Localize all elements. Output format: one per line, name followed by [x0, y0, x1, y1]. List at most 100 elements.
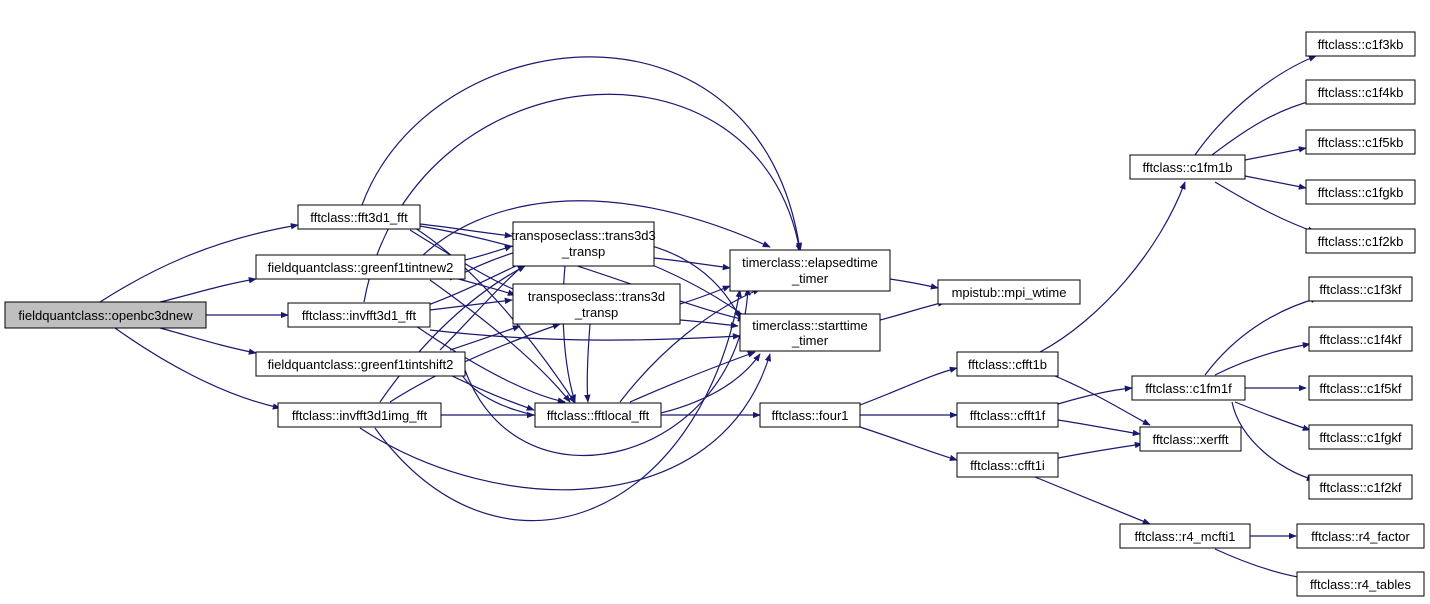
- node-label: fftclass::c1fgkb: [1318, 185, 1404, 200]
- node-label: fftclass::invfft3d1img_fft: [292, 408, 428, 423]
- edge-fft3d1-elapsedtime: [361, 56, 803, 251]
- function-nodes: fieldquantclass::openbc3dnew fftclass::f…: [4, 31, 1425, 597]
- edge-fft3d1-starttime: [419, 225, 746, 322]
- node-label: fftclass::invfft3d1_fft: [302, 308, 417, 323]
- node-label: fieldquantclass::greenf1tintnew2: [268, 260, 454, 275]
- node-xerfft[interactable]: fftclass::xerfft: [1139, 426, 1242, 452]
- node-label-line1: transposeclass::trans3d: [528, 289, 665, 304]
- edge-invfft3d1-fftlocal: [409, 321, 566, 404]
- node-r4tables[interactable]: fftclass::r4_tables: [1296, 571, 1425, 597]
- edge-elapsedtime-mpiwtime: [889, 278, 939, 290]
- edge-c1fm1b-c1f5kb: [1244, 146, 1307, 161]
- node-elapsedtime[interactable]: timerclass::elapsedtime _timer: [729, 249, 891, 292]
- node-c1f4kf[interactable]: fftclass::c1f4kf: [1308, 326, 1413, 352]
- node-label: fftclass::cfft1b: [968, 357, 1047, 372]
- edge-openbc3dnew-fft3d1: [99, 223, 299, 303]
- node-fftlocal[interactable]: fftclass::fftlocal_fft: [534, 402, 662, 428]
- edge-fftlocal-elapsedtime: [619, 288, 761, 403]
- edge-greenf1tintshift2-fftlocal: [439, 369, 535, 411]
- node-c1fgkf[interactable]: fftclass::c1fgkf: [1308, 424, 1413, 450]
- node-label: fftclass::four1: [771, 408, 848, 423]
- node-c1f2kb[interactable]: fftclass::c1f2kb: [1305, 228, 1416, 254]
- edge-openbc3dnew-invfft3d1img: [114, 327, 281, 410]
- edge-r4mcfti1-r4tables: [1214, 548, 1311, 582]
- edge-c1fm1b-c1f4kb: [1211, 98, 1316, 156]
- node-openbc3dnew[interactable]: fieldquantclass::openbc3dnew: [4, 301, 207, 329]
- edge-greenf1tintnew2-trans3d3: [464, 245, 513, 261]
- node-label: fftclass::c1f3kf: [1319, 282, 1402, 297]
- edge-greenf1tintshift2-trans3d3: [439, 263, 526, 351]
- edge-c1fm1f-c1f4kf: [1214, 342, 1311, 376]
- edge-invfft3d1img-starttime: [359, 353, 771, 491]
- node-label: mpistub::mpi_wtime: [952, 285, 1067, 300]
- node-mpiwtime[interactable]: mpistub::mpi_wtime: [937, 279, 1081, 305]
- node-trans3d3[interactable]: transposeclass::trans3d3 _transp: [511, 221, 656, 267]
- edge-trans3d3-elapsedtime: [653, 257, 731, 271]
- node-label: fftclass::r4_mcfti1: [1135, 529, 1236, 544]
- node-label: fftclass::c1fm1f: [1145, 381, 1232, 396]
- node-greenf1tintshift2[interactable]: fieldquantclass::greenf1tintshift2: [255, 351, 466, 377]
- node-label: fftclass::c1fgkf: [1319, 430, 1402, 445]
- node-c1fm1f[interactable]: fftclass::c1fm1f: [1131, 375, 1246, 401]
- edge-trans3d-starttime: [679, 319, 739, 329]
- node-label: fftclass::xerfft: [1152, 432, 1228, 447]
- node-c1f3kb[interactable]: fftclass::c1f3kb: [1305, 31, 1416, 57]
- node-c1fgkb[interactable]: fftclass::c1fgkb: [1305, 179, 1416, 205]
- edge-fft3d1-trans3d: [409, 229, 521, 293]
- edge-greenf1tintnew2-trans3d: [454, 277, 516, 296]
- node-cfft1i[interactable]: fftclass::cfft1i: [956, 452, 1059, 478]
- node-label: fftclass::fft3d1_fft: [310, 210, 408, 225]
- node-invfft3d1img[interactable]: fftclass::invfft3d1img_fft: [277, 402, 442, 428]
- node-c1f3kf[interactable]: fftclass::c1f3kf: [1308, 276, 1413, 302]
- node-cfft1f[interactable]: fftclass::cfft1f: [956, 402, 1059, 428]
- node-label: fftclass::c1f2kf: [1319, 480, 1402, 495]
- node-r4mcfti1[interactable]: fftclass::r4_mcfti1: [1119, 523, 1251, 549]
- node-fft3d1[interactable]: fftclass::fft3d1_fft: [297, 204, 421, 230]
- edge-greenf1tintnew2-elapsedtime: [419, 200, 771, 259]
- node-label-line2: _timer: [791, 271, 829, 286]
- node-label: fieldquantclass::openbc3dnew: [18, 308, 193, 323]
- edge-c1fm1b-c1f3kb: [1194, 55, 1317, 156]
- node-four1[interactable]: fftclass::four1: [759, 402, 861, 428]
- edge-greenf1tintshift2-trans3d: [449, 325, 521, 351]
- edge-c1fm1f-c1fgkf: [1234, 401, 1311, 431]
- node-r4factor[interactable]: fftclass::r4_factor: [1296, 523, 1425, 549]
- node-c1f4kb[interactable]: fftclass::c1f4kb: [1305, 79, 1416, 105]
- edge-starttime-mpiwtime: [879, 300, 946, 321]
- edge-c1fm1f-c1f3kf: [1204, 296, 1319, 376]
- node-label: fftclass::cfft1f: [970, 408, 1046, 423]
- edge-openbc3dnew-greenf1tintshift2: [159, 327, 257, 355]
- edge-cfft1f-xerfft: [1057, 419, 1141, 437]
- edge-four1-cfft1i: [859, 426, 958, 462]
- node-label: fftclass::c1f4kf: [1319, 332, 1402, 347]
- node-label: fftclass::cfft1i: [970, 458, 1045, 473]
- node-label: fftclass::c1f3kb: [1318, 37, 1404, 52]
- node-c1f5kf[interactable]: fftclass::c1f5kf: [1308, 375, 1413, 401]
- edge-invfft3d1img-elapsedtime: [374, 289, 742, 522]
- node-greenf1tintnew2[interactable]: fieldquantclass::greenf1tintnew2: [255, 254, 466, 280]
- edge-cfft1b-xerfft: [1054, 375, 1151, 426]
- edge-cfft1b-c1fm1b: [1039, 181, 1186, 353]
- node-starttime[interactable]: timerclass::starttime _timer: [739, 313, 881, 352]
- node-invfft3d1[interactable]: fftclass::invfft3d1_fft: [287, 302, 431, 328]
- edge-greenf1tintnew2-fftlocal: [429, 279, 571, 403]
- edge-invfft3d1img-trans3d3: [379, 265, 526, 403]
- node-label-line2: _timer: [791, 333, 829, 348]
- node-label: fftclass::c1f4kb: [1318, 85, 1404, 100]
- node-trans3d[interactable]: transposeclass::trans3d _transp: [512, 283, 681, 325]
- edge-cfft1f-c1fm1f: [1057, 385, 1133, 405]
- node-label: fftclass::r4_factor: [1311, 529, 1410, 544]
- node-c1f5kb[interactable]: fftclass::c1f5kb: [1305, 129, 1416, 155]
- node-label: fftclass::fftlocal_fft: [547, 408, 650, 423]
- edge-invfft3d1img-trans3d: [389, 323, 561, 403]
- node-cfft1b[interactable]: fftclass::cfft1b: [956, 351, 1059, 377]
- node-label: fftclass::c1f5kb: [1318, 135, 1404, 150]
- edge-openbc3dnew-greenf1tintnew2: [159, 277, 257, 303]
- node-c1fm1b[interactable]: fftclass::c1fm1b: [1129, 154, 1246, 180]
- edge-invfft3d1-trans3d: [429, 297, 513, 311]
- edge-c1fm1b-c1fgkb: [1244, 175, 1307, 190]
- node-c1f2kf[interactable]: fftclass::c1f2kf: [1308, 474, 1413, 500]
- edge-c1fm1f-c1f2kf: [1231, 401, 1315, 482]
- call-edges: [99, 55, 1319, 582]
